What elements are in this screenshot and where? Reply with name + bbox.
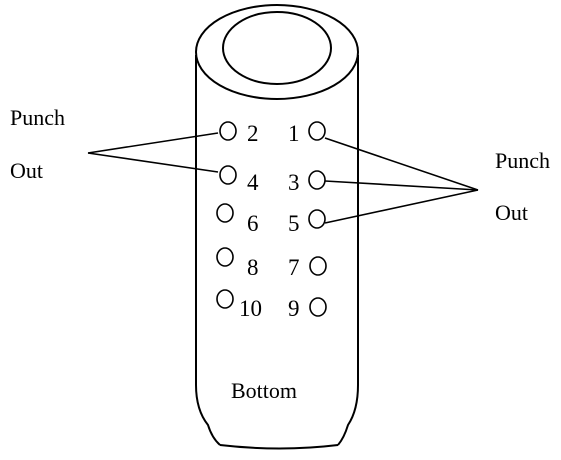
hole-circles xyxy=(216,121,327,317)
right-punch-label: Punch xyxy=(495,148,550,173)
hole-circle-8 xyxy=(216,247,234,267)
right-callout-lines xyxy=(324,137,479,224)
left-callout-lines xyxy=(87,132,219,173)
hole-circle-3 xyxy=(308,170,326,190)
tube-body xyxy=(195,55,359,450)
hole-number-4: 4 xyxy=(247,170,259,195)
hole-numbers: 2 1 4 3 6 5 8 7 10 9 xyxy=(239,121,300,321)
left-punch-label: Punch xyxy=(10,105,65,130)
right-out-label: Out xyxy=(495,200,528,225)
bottom-label: Bottom xyxy=(231,378,297,403)
hole-circle-9 xyxy=(309,297,327,317)
hole-circle-5 xyxy=(308,209,326,229)
hole-circle-2 xyxy=(219,121,237,141)
hole-number-7: 7 xyxy=(288,255,300,280)
hole-number-1: 1 xyxy=(288,121,300,146)
tube-top-opening xyxy=(222,11,332,85)
hole-circle-4 xyxy=(219,165,237,185)
hole-circle-6 xyxy=(216,203,234,223)
hole-number-5: 5 xyxy=(288,211,300,236)
hole-circle-1 xyxy=(308,121,326,141)
tube-top-rim xyxy=(195,4,359,100)
hole-number-3: 3 xyxy=(288,170,300,195)
hole-number-8: 8 xyxy=(247,255,259,280)
hole-number-10: 10 xyxy=(239,296,262,321)
hole-number-6: 6 xyxy=(247,211,259,236)
left-out-label: Out xyxy=(10,158,43,183)
hole-number-9: 9 xyxy=(288,296,300,321)
hole-circle-7 xyxy=(309,256,327,276)
hole-number-2: 2 xyxy=(247,121,259,146)
hole-circle-10 xyxy=(216,289,234,309)
